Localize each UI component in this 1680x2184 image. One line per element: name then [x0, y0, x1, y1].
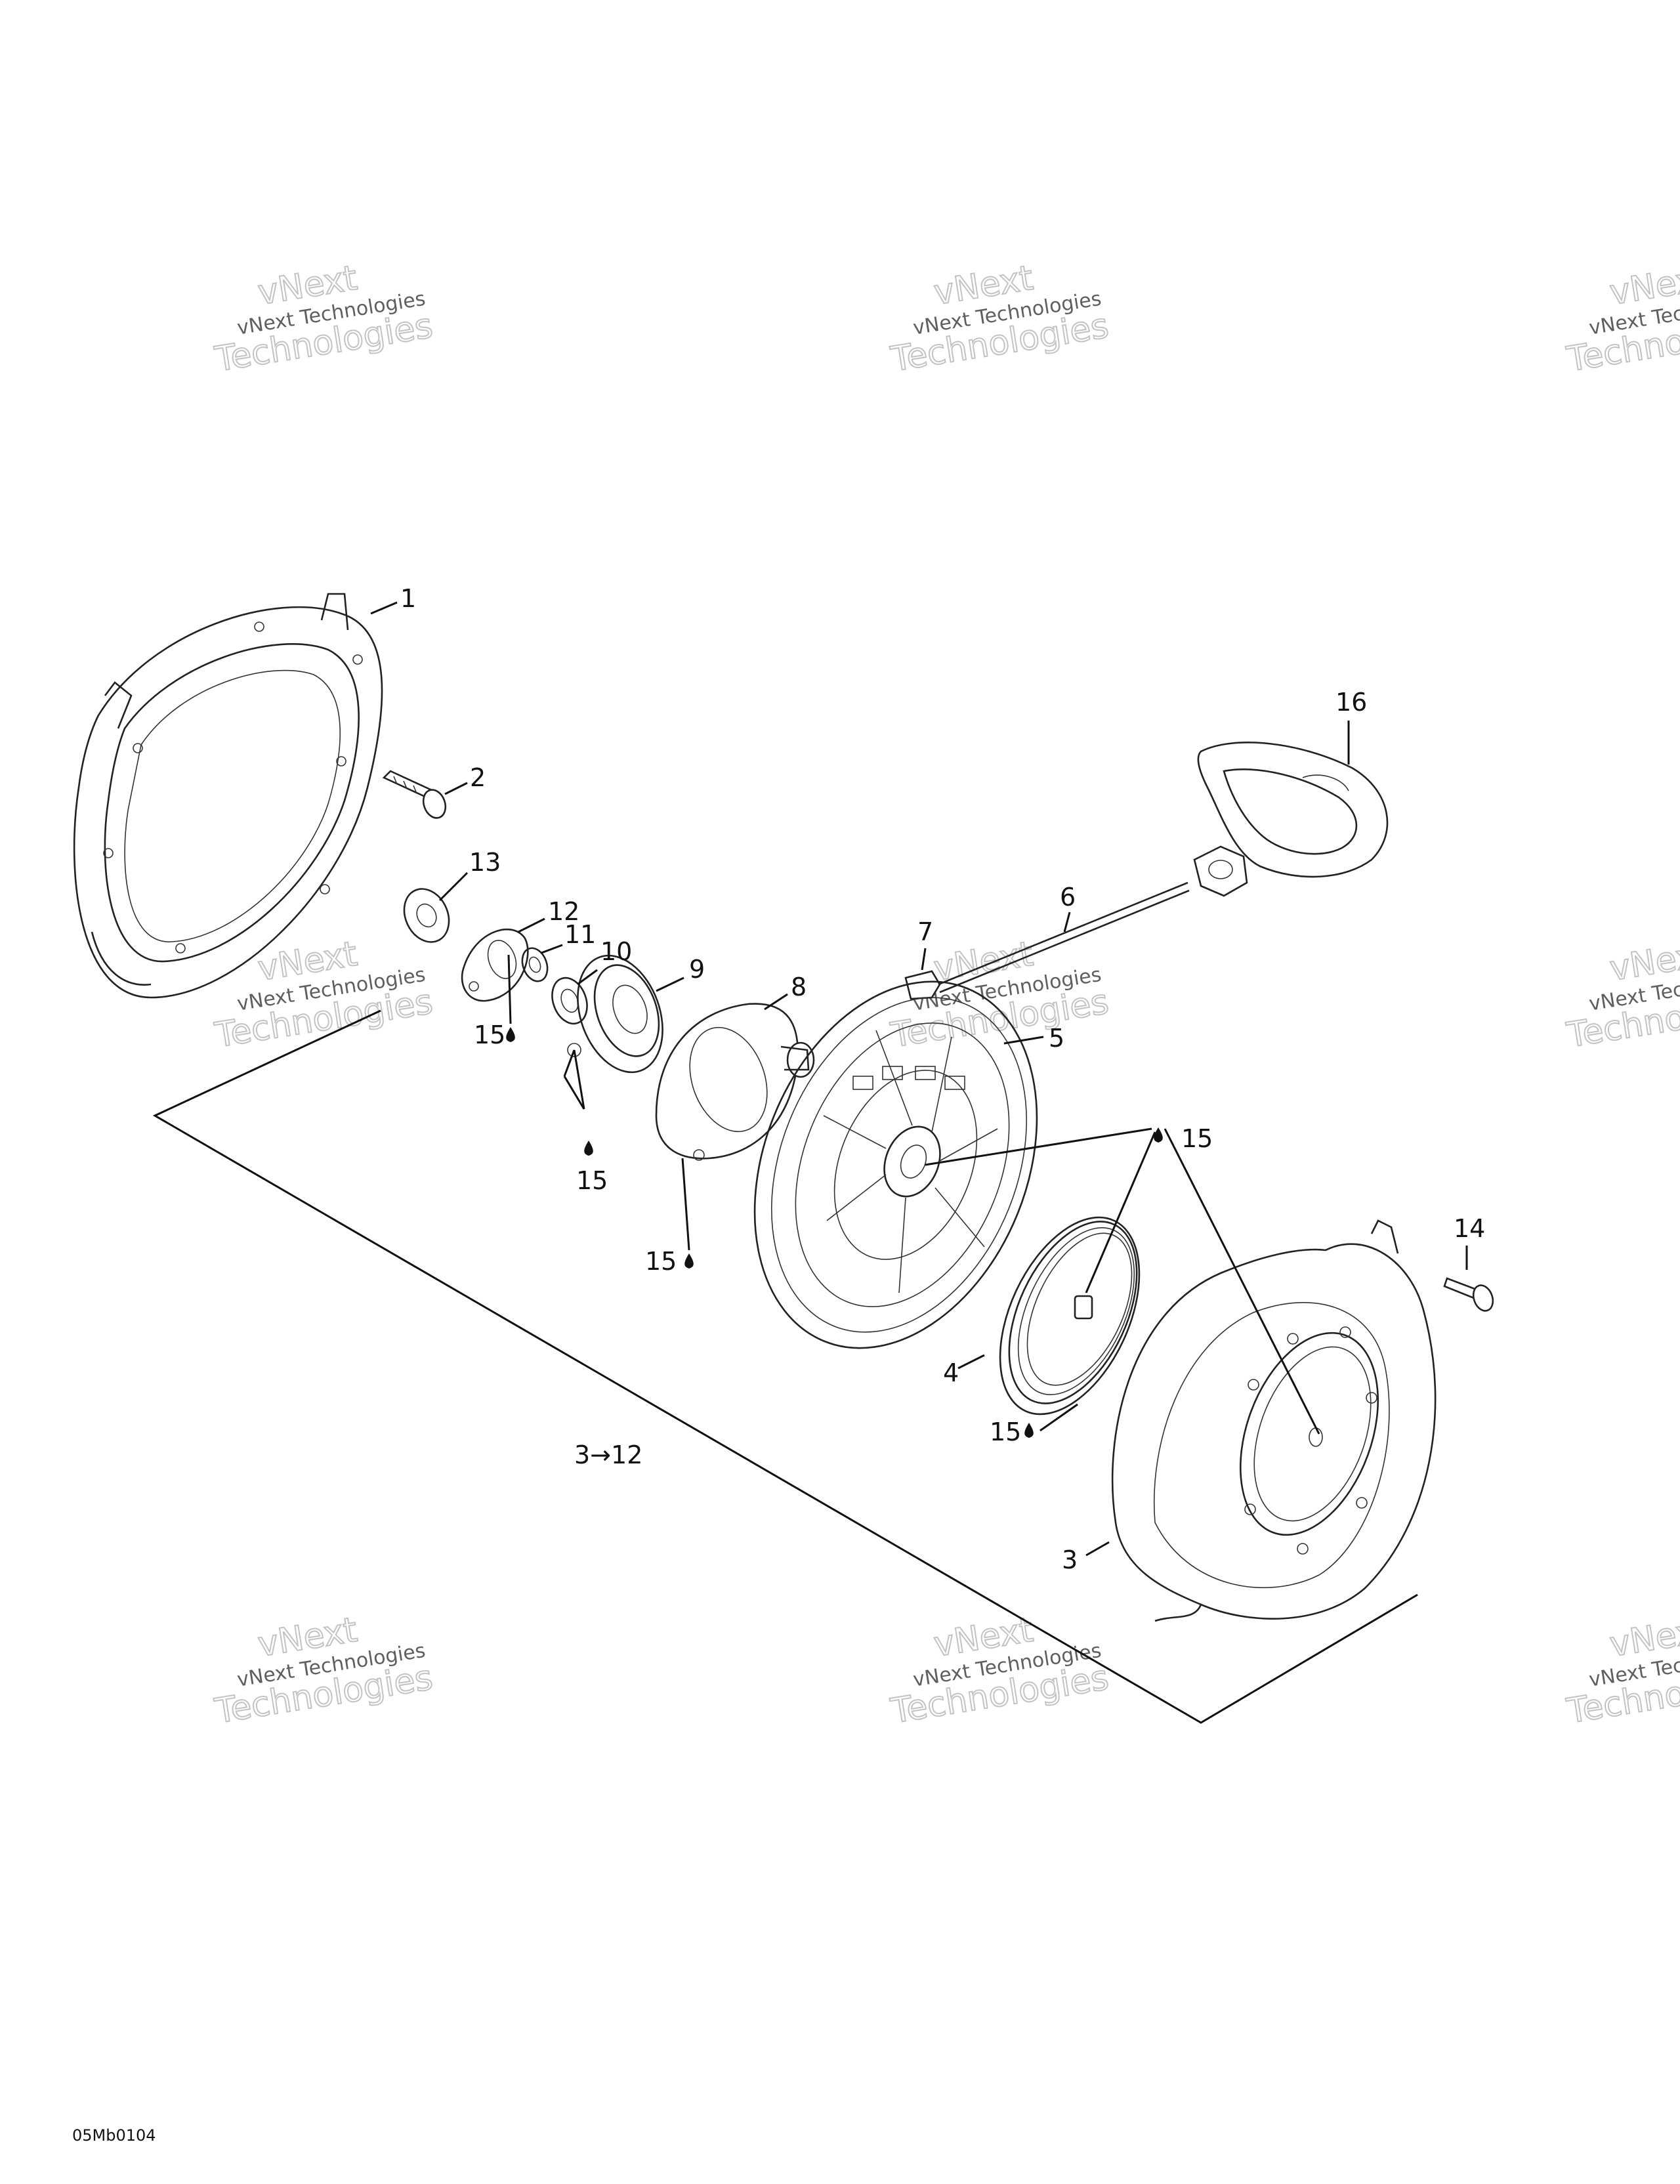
watermark: vNext Technologies vNext Technologies — [1563, 258, 1680, 381]
callout-part-15: 15 — [474, 1020, 505, 1049]
watermark: vNext Technologies vNext Technologies — [887, 1610, 1112, 1732]
oil-drop-icon — [506, 1027, 515, 1042]
callout-part-16: 16 — [1335, 688, 1367, 717]
callout-part-10: 10 — [600, 937, 632, 966]
callout-part-15: 15 — [576, 1166, 608, 1195]
part-12-eyelet — [461, 928, 529, 1002]
watermark: vNext Technologies vNext Technologies — [211, 934, 436, 1057]
callout-part-15: 15 — [645, 1247, 677, 1276]
callout-part-1: 1 — [400, 584, 416, 613]
oil-drop-icons — [506, 1027, 1163, 1438]
callout-part-12: 12 — [548, 897, 579, 926]
callout-labels: 1 2 3 3→12 4 5 6 7 8 9 10 11 12 13 14 16… — [400, 584, 1485, 1574]
part-5-rope-pulley — [753, 980, 1038, 1349]
assembly-bracket — [152, 1009, 1418, 1724]
part-8-cam-plate — [655, 1003, 815, 1161]
part-13-nut — [403, 888, 450, 943]
callout-part-9: 9 — [689, 955, 705, 984]
callout-part-13: 13 — [469, 848, 501, 877]
callout-part-2: 2 — [470, 763, 486, 792]
part-4-rewind-spring — [999, 1216, 1141, 1416]
oil-drop-icon — [584, 1141, 593, 1156]
callout-part-4: 4 — [943, 1358, 959, 1387]
part-11-washer — [521, 947, 549, 982]
watermark-group: vNext Technologies vNext Technologies vN… — [211, 258, 1680, 1732]
watermark: vNext Technologies vNext Technologies — [887, 258, 1112, 381]
watermark: vNext Technologies vNext Technologies — [1563, 934, 1680, 1057]
watermark: vNext Technologies vNext Technologies — [1563, 1610, 1680, 1732]
part-6-rope — [938, 881, 1190, 994]
oil-drop-icon — [1154, 1127, 1163, 1143]
callout-part-3: 3 — [1062, 1545, 1078, 1574]
part-7-rope-insert — [904, 970, 941, 1000]
callout-part-7: 7 — [917, 917, 933, 946]
reference-code: 05Mb0104 — [72, 2126, 156, 2145]
oil-drop-icon — [684, 1253, 694, 1269]
callout-part-6: 6 — [1060, 883, 1076, 912]
watermark: vNext Technologies vNext Technologies — [211, 1610, 436, 1732]
part-2-screw — [382, 770, 447, 819]
callout-part-8: 8 — [791, 973, 807, 1001]
part-1-outer-housing — [73, 593, 383, 999]
part-10-bushing — [551, 976, 588, 1025]
callout-assembly-3-12: 3→12 — [574, 1440, 642, 1469]
watermark: vNext Technologies vNext Technologies — [211, 258, 436, 381]
leader-lines — [370, 601, 1468, 1557]
part-3-starter-cover — [1111, 1219, 1437, 1622]
callout-part-11: 11 — [564, 920, 596, 949]
part-16-starter-handle — [1193, 742, 1389, 897]
callout-part-14: 14 — [1454, 1214, 1485, 1243]
oil-drop-icon — [1024, 1423, 1034, 1438]
part-14-bolt — [1443, 1277, 1494, 1312]
callout-part-15: 15 — [990, 1418, 1021, 1446]
callout-part-5: 5 — [1049, 1024, 1064, 1053]
part-9-hub — [567, 954, 663, 1074]
callout-part-15: 15 — [1181, 1124, 1213, 1153]
